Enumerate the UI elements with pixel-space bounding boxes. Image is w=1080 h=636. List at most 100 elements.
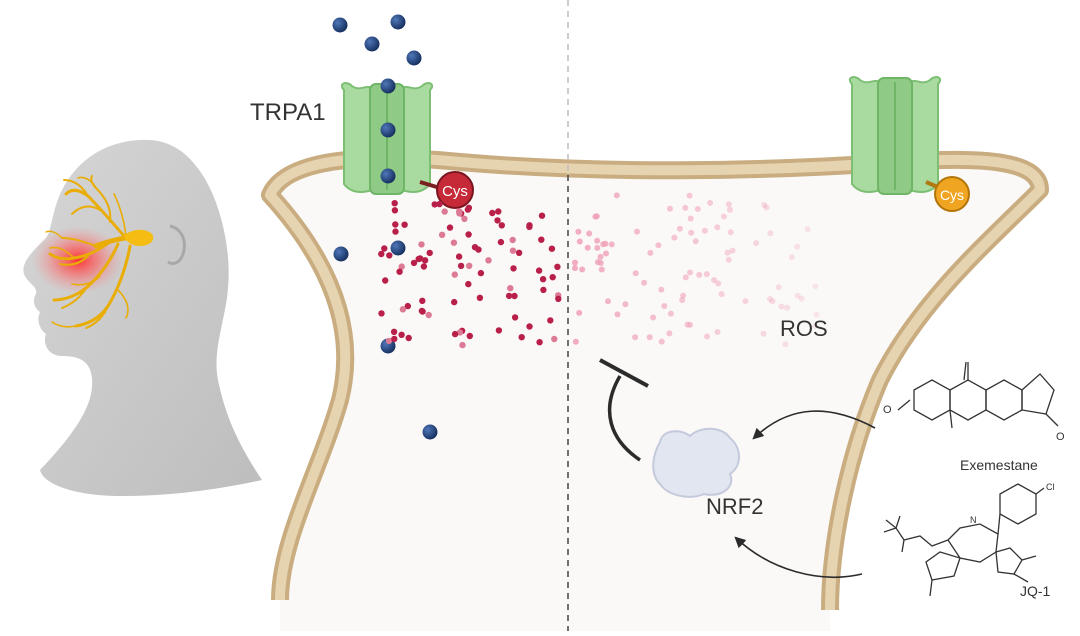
ros-dot [526,323,533,330]
ros-dot [511,292,518,300]
ros-dot [431,201,438,208]
molecule-structure-icon [897,361,1059,429]
ros-dot [391,200,398,207]
ros-dot [485,257,492,264]
ros-dot [495,327,503,334]
ros-dot [466,332,473,340]
ros-dot [632,270,639,277]
ros-dot [554,263,561,270]
exemestane-label: Exemestane [960,457,1038,473]
trigeminal-nerve-icon [45,175,151,329]
ion-channel-icon [340,82,434,195]
ros-dot [703,271,710,278]
ros-dot [515,249,523,256]
ros-dot [701,227,708,234]
ros-dot [419,297,426,304]
ros-dot [687,321,694,328]
calcium-ion [406,50,422,66]
ros-dot [692,238,699,245]
ros-dot [401,221,408,228]
ros-dot [666,330,673,337]
ros-dot [410,259,418,267]
ros-dot [584,244,591,251]
ros-dot [729,247,736,254]
ros-dot [647,249,654,256]
protein-blob-icon [652,427,740,498]
ros-dot [594,259,601,266]
ros-dot [812,283,819,290]
ros-dot [451,330,459,338]
ros-dot [396,268,403,275]
ros-dot [498,222,505,229]
jq1-arrow [734,536,863,578]
ros-dot [794,243,801,250]
cys-badge-right [934,176,970,212]
ros-dot [726,206,733,213]
ros-dot [421,257,429,264]
ros-dot [761,202,768,208]
trigeminal-ganglion [124,229,154,246]
ros-dot [711,277,718,284]
calcium-ion [390,14,406,30]
ros-dot [464,206,472,213]
ros-dot [466,262,473,269]
ros-dot [420,263,428,270]
ros-dot [507,285,514,292]
ros-dot [682,274,689,281]
ros-dot [476,294,484,301]
nerve-terminal [261,149,1049,631]
ros-dot [378,250,385,258]
ros-dot [658,286,665,293]
ros-dot [718,291,725,298]
ros-dot [794,292,801,299]
cys-badge-left [436,171,474,209]
ros-dot [778,303,785,310]
ros-dot [600,241,607,248]
nrf2-label: NRF2 [706,494,763,519]
ros-dot [704,333,710,340]
ros-dot [509,236,516,244]
ros-dot [613,192,620,199]
ros-dot [436,200,443,208]
ros-dot [608,241,615,248]
ros-dot [548,245,556,252]
ros-label: ROS [780,316,828,341]
calcium-ion [364,36,380,52]
ros-dot [540,286,547,294]
ros-dot [671,234,678,241]
ros-dot [425,311,432,319]
ros-dot [547,317,554,324]
ros-dot [382,277,389,284]
ros-dot [451,271,458,278]
ros-dot [742,298,749,305]
ros-dot [551,335,558,343]
ros-dot [813,311,820,318]
ros-dot [650,314,657,321]
ros-dot [456,329,464,336]
ros-dot [694,206,701,212]
ros-dot [760,330,767,337]
ros-dot [572,265,578,272]
ros-dot [603,250,609,257]
ros-dot [538,212,546,219]
ros-dot [641,279,648,286]
ros-dot [696,271,703,278]
ros-dot [495,208,502,215]
ros-dot [688,229,695,236]
ros-dot [594,237,601,244]
ros-dot [804,226,811,233]
ros-dot [658,338,665,345]
ros-dot [725,256,732,263]
ros-dot [457,262,465,270]
ros-dot [679,297,686,304]
ros-dot [398,263,405,270]
ros-dot [386,252,393,259]
ros-dot [661,303,668,309]
calcium-ion [422,424,438,440]
ros-dot [667,310,674,317]
ros-dot [477,269,485,277]
ros-dot [417,255,424,262]
ros-dot [686,192,693,199]
ros-dot [646,334,653,341]
ros-dot [782,341,789,348]
